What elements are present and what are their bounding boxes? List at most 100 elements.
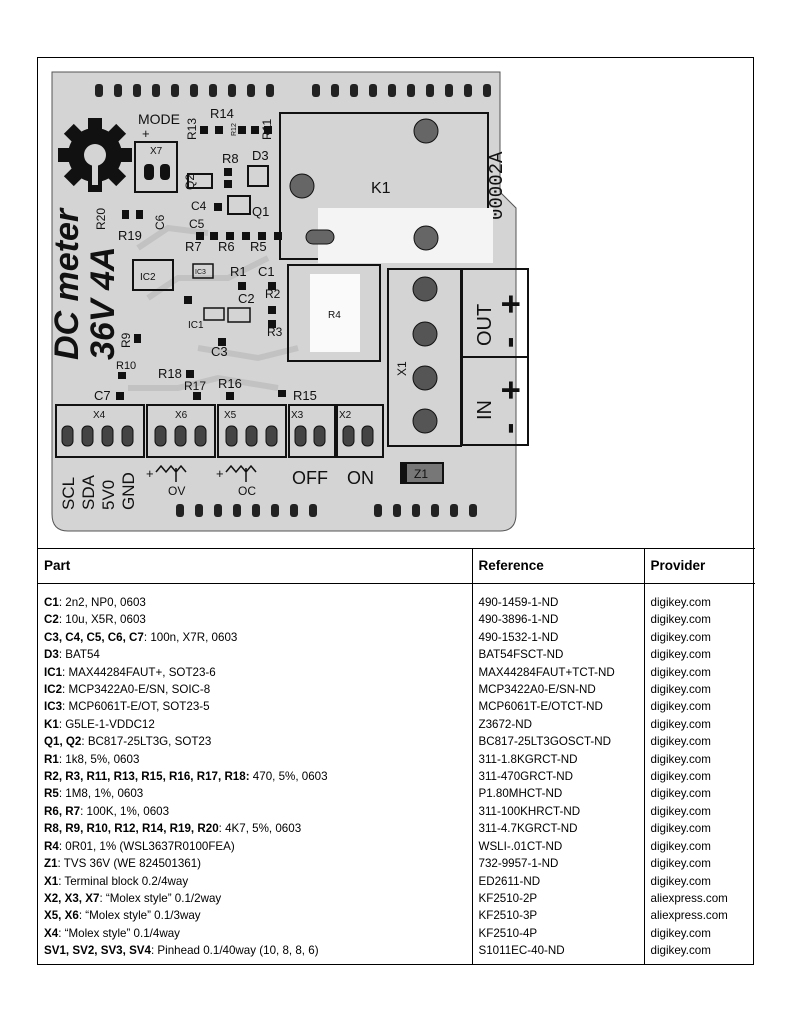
- top-pin-header: [95, 84, 491, 97]
- provider-cell: digikey.com: [650, 804, 711, 818]
- part-cell: D3: BAT54: [38, 646, 473, 664]
- provider-cell: digikey.com: [650, 700, 711, 714]
- header-reference: Reference: [472, 548, 645, 584]
- svg-text:X2: X2: [339, 410, 352, 421]
- svg-text:C5: C5: [189, 217, 205, 231]
- part-cell: X5, X6: “Molex style” 0.1/3way: [38, 907, 473, 925]
- svg-text:GND: GND: [119, 472, 138, 510]
- svg-text:C7: C7: [94, 388, 111, 403]
- reference-cell: S1011EC-40-ND: [472, 942, 645, 964]
- svg-text:MODE: MODE: [138, 111, 180, 127]
- svg-text:R17: R17: [184, 379, 206, 393]
- provider-cell: aliexpress.com: [650, 909, 728, 923]
- part-cell: IC1: MAX44284FAUT+, SOT23-6: [38, 663, 473, 682]
- header-provider: Provider: [644, 548, 755, 584]
- svg-text:OC: OC: [238, 484, 256, 498]
- provider-cell: digikey.com: [650, 787, 711, 801]
- svg-text:Z1: Z1: [414, 467, 428, 481]
- svg-text:R18: R18: [158, 366, 182, 381]
- svg-text:R20: R20: [94, 208, 108, 230]
- provider-cell: digikey.com: [650, 648, 711, 662]
- svg-text:-: -: [490, 423, 528, 434]
- reference-cell: 490-1532-1-ND: [472, 628, 645, 647]
- svg-text:+: +: [492, 380, 530, 400]
- svg-text:R10: R10: [116, 360, 136, 372]
- reference-cell: 490-1459-1-ND: [472, 594, 645, 612]
- reference-cell: ED2611-ND: [472, 872, 645, 890]
- table-row: R2, R3, R11, R13, R15, R16, R17, R18: 47…: [38, 768, 755, 786]
- part-cell: K1: G5LE-1-VDDC12: [38, 715, 473, 734]
- part-cell: C3, C4, C5, C6, C7: 100n, X7R, 0603: [38, 628, 473, 647]
- svg-text:SDA: SDA: [79, 474, 98, 510]
- svg-text:K1: K1: [371, 180, 391, 197]
- svg-text:IN: IN: [474, 400, 496, 420]
- part-cell: C2: 10u, X5R, 0603: [38, 611, 473, 629]
- svg-text:R19: R19: [118, 228, 142, 243]
- part-cell: R5: 1M8, 1%, 0603: [38, 785, 473, 803]
- provider-cell: digikey.com: [650, 822, 711, 836]
- svg-text:SCL: SCL: [59, 477, 78, 510]
- provider-cell: digikey.com: [650, 857, 711, 871]
- svg-text:C2: C2: [238, 291, 255, 306]
- pcb-board: [51, 71, 517, 532]
- reference-cell: KF2510-3P: [472, 907, 645, 925]
- svg-text:R15: R15: [293, 388, 317, 403]
- document-frame: DC meter 36V 4A 00002A MODE + X7 R14 R13…: [37, 57, 755, 965]
- provider-cell: digikey.com: [650, 752, 711, 766]
- svg-text:R6: R6: [218, 239, 235, 254]
- svg-text:R12: R12: [231, 123, 238, 136]
- table-row: R8, R9, R10, R12, R14, R19, R20: 4K7, 5%…: [38, 820, 755, 838]
- svg-text:X7: X7: [150, 146, 163, 157]
- svg-text:+: +: [146, 466, 154, 481]
- svg-text:C6: C6: [153, 214, 167, 230]
- svg-text:IC3: IC3: [195, 269, 206, 276]
- svg-text:R4: R4: [328, 310, 341, 321]
- table-row: SV1, SV2, SV3, SV4: Pinhead 0.1/40way (1…: [38, 942, 755, 964]
- svg-text:OV: OV: [168, 484, 185, 498]
- reference-cell: KF2510-4P: [472, 924, 645, 943]
- provider-cell: digikey.com: [650, 735, 711, 749]
- svg-text:X5: X5: [224, 410, 237, 421]
- part-cell: IC2: MCP3422A0-E/SN, SOIC-8: [38, 681, 473, 699]
- svg-text:R1: R1: [230, 264, 247, 279]
- reference-cell: Z3672-ND: [472, 715, 645, 734]
- svg-text:D3: D3: [252, 148, 269, 163]
- trimmer-ov-icon: [155, 464, 187, 482]
- part-cell: X2, X3, X7: “Molex style” 0.1/2way: [38, 889, 473, 908]
- part-cell: R1: 1k8, 5%, 0603: [38, 750, 473, 769]
- bom-header-row: Part Reference Provider: [38, 548, 755, 584]
- reference-cell: MCP3422A0-E/SN-ND: [472, 681, 645, 699]
- provider-cell: digikey.com: [650, 770, 711, 784]
- svg-text:Q2: Q2: [183, 174, 197, 190]
- bottom-connectors: [55, 404, 384, 458]
- pcb-silkscreen-image: DC meter 36V 4A 00002A MODE + X7 R14 R13…: [38, 58, 755, 549]
- svg-text:R13: R13: [185, 118, 199, 140]
- svg-text:C1: C1: [258, 264, 275, 279]
- pcb-title-line2: 36V 4A: [84, 247, 122, 360]
- provider-cell: digikey.com: [650, 665, 711, 679]
- provider-cell: digikey.com: [650, 717, 711, 731]
- svg-text:R8: R8: [222, 151, 239, 166]
- reference-cell: 311-100KHRCT-ND: [472, 802, 645, 821]
- svg-text:ON: ON: [347, 468, 374, 488]
- trimmer-oc-icon: [225, 464, 257, 482]
- reference-cell: P1.80MHCT-ND: [472, 785, 645, 803]
- provider-cell: digikey.com: [650, 596, 711, 609]
- provider-cell: digikey.com: [650, 630, 711, 644]
- provider-cell: digikey.com: [650, 874, 711, 888]
- reference-cell: WSLI-.01CT-ND: [472, 837, 645, 856]
- part-cell: Z1: TVS 36V (WE 824501361): [38, 855, 473, 873]
- svg-text:Q1: Q1: [252, 204, 269, 219]
- provider-cell: digikey.com: [650, 839, 711, 853]
- reference-cell: 311-1.8KGRCT-ND: [472, 750, 645, 769]
